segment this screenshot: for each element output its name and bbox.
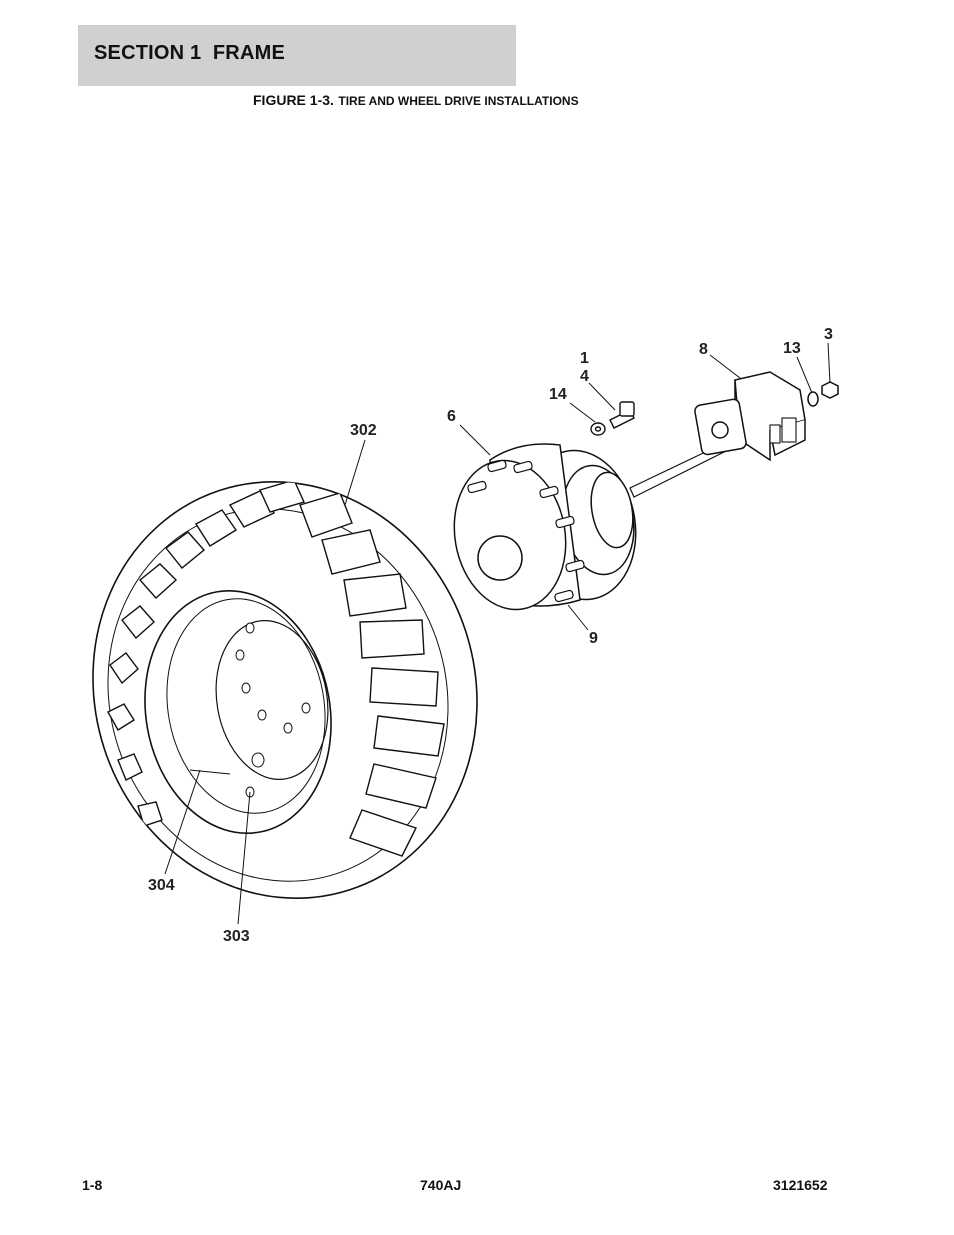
callout-1: 1 — [580, 350, 589, 367]
callout-14: 14 — [549, 386, 567, 403]
drive-hub-drawing — [453, 443, 725, 611]
tire-drawing — [92, 479, 478, 899]
callout-3: 3 — [824, 326, 833, 343]
figure-number: FIGURE 1-3. — [253, 92, 334, 108]
callout-302: 302 — [350, 422, 377, 439]
figure-caption: FIGURE 1-3. TIRE AND WHEEL DRIVE INSTALL… — [253, 92, 579, 110]
bolt-and-washer-drawing — [590, 401, 635, 436]
footer-model: 740AJ — [420, 1177, 462, 1193]
footer-doc-number: 3121652 — [773, 1177, 828, 1193]
leader-lines — [164, 342, 831, 925]
section-title: SECTION 1 FRAME — [94, 42, 285, 64]
callout-13: 13 — [783, 340, 801, 357]
callout-9: 9 — [589, 630, 598, 647]
callout-6: 6 — [447, 408, 456, 425]
section-header: SECTION 1 FRAME — [78, 25, 516, 86]
callout-4: 4 — [580, 368, 589, 385]
drive-motor-drawing — [694, 371, 839, 462]
footer-page-number: 1-8 — [82, 1177, 103, 1193]
callout-303: 303 — [223, 928, 250, 945]
callout-8: 8 — [699, 341, 708, 358]
callout-304: 304 — [148, 877, 175, 894]
figure-title: TIRE AND WHEEL DRIVE INSTALLATIONS — [338, 94, 579, 108]
